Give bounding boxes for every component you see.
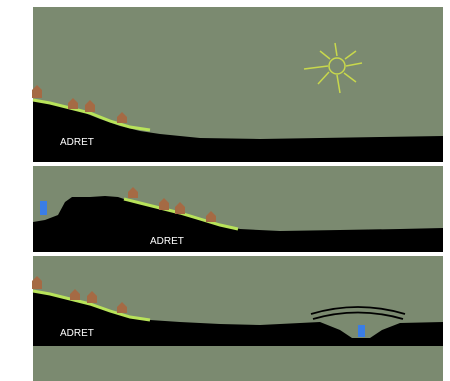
panel-2: ADRET (33, 166, 443, 252)
panel-1-label: ADRET (60, 137, 94, 148)
panel-2-label: ADRET (150, 236, 184, 247)
divider (33, 162, 443, 166)
water-icon (40, 201, 47, 215)
panel-1: ADRET (32, 7, 443, 162)
water-icon (358, 325, 365, 337)
panel-3: ADRET (32, 256, 443, 381)
divider (33, 252, 443, 256)
panel-3-label: ADRET (60, 328, 94, 339)
